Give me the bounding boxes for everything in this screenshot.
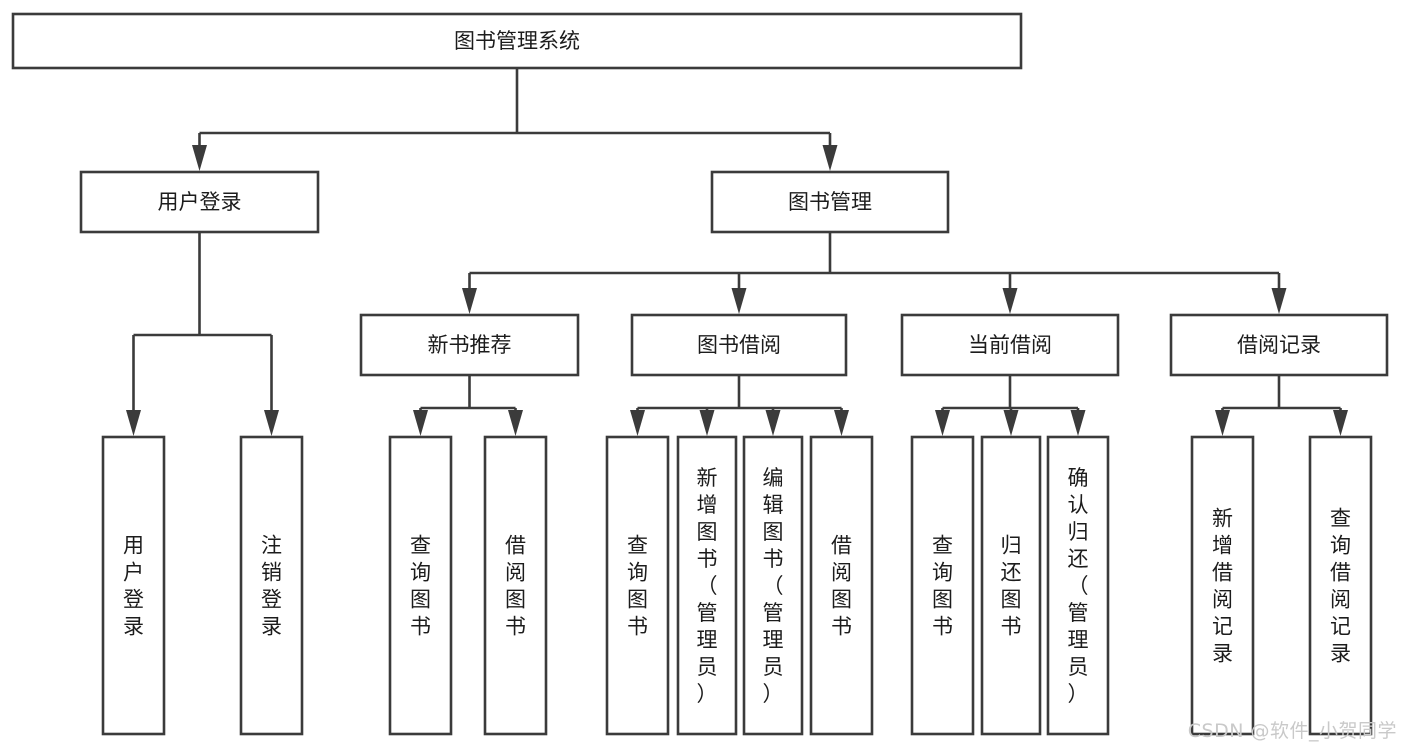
node-label: 查询图书 xyxy=(627,534,648,639)
edge-arrowhead xyxy=(462,288,477,314)
node-label: 图书管理 xyxy=(788,190,872,214)
node-label: 借阅图书 xyxy=(831,534,852,639)
edge-arrowhead xyxy=(834,410,849,436)
node-label: 借阅记录 xyxy=(1237,333,1321,357)
node-label: 新书推荐 xyxy=(428,333,512,357)
node-newbook[interactable]: 新书推荐 xyxy=(359,313,580,377)
node-label: 编辑图书（管理员） xyxy=(763,466,784,706)
edge-arrowhead xyxy=(264,410,279,436)
edge-arrowhead xyxy=(1002,288,1018,314)
node-leaf-current-confirm[interactable]: 确认归还（管理员） xyxy=(1046,435,1110,736)
node-box[interactable] xyxy=(101,435,166,736)
node-label: 借阅图书 xyxy=(505,534,526,639)
edge-arrowhead xyxy=(1070,410,1086,436)
nodes-layer: 图书管理系统用户登录图书管理新书推荐图书借阅当前借阅借阅记录用户登录注销登录查询… xyxy=(11,12,1389,736)
node-leaf-current-query[interactable]: 查询图书 xyxy=(910,435,975,736)
edge-arrowhead xyxy=(1003,410,1019,436)
node-box[interactable] xyxy=(676,435,738,736)
edge-arrowhead xyxy=(822,145,838,171)
node-leaf-borrow-query[interactable]: 查询图书 xyxy=(605,435,670,736)
node-borrow[interactable]: 图书借阅 xyxy=(630,313,848,377)
node-current[interactable]: 当前借阅 xyxy=(900,313,1120,377)
node-label: 当前借阅 xyxy=(968,333,1052,357)
node-box[interactable] xyxy=(79,170,320,234)
node-label: 查询图书 xyxy=(410,534,431,639)
edges-layer xyxy=(126,68,1348,436)
node-leaf-borrow-lend[interactable]: 借阅图书 xyxy=(809,435,874,736)
node-leaf-borrow-add[interactable]: 新增图书（管理员） xyxy=(676,435,738,736)
node-label: 确认归还（管理员） xyxy=(1068,466,1089,706)
edge-arrowhead xyxy=(699,410,715,436)
node-leaf-newbook-borrow[interactable]: 借阅图书 xyxy=(483,435,548,736)
node-leaf-current-return[interactable]: 归还图书 xyxy=(980,435,1042,736)
node-label: 注销登录 xyxy=(261,534,282,639)
node-label: 查询图书 xyxy=(932,534,953,639)
edge-arrowhead xyxy=(765,410,781,436)
node-box[interactable] xyxy=(483,435,548,736)
node-label: 用户登录 xyxy=(158,190,242,214)
node-box[interactable] xyxy=(1190,435,1255,736)
node-leaf-logout[interactable]: 注销登录 xyxy=(239,435,304,736)
node-leaf-record-query[interactable]: 查询借阅记录 xyxy=(1308,435,1373,736)
node-box[interactable] xyxy=(605,435,670,736)
node-leaf-borrow-edit[interactable]: 编辑图书（管理员） xyxy=(742,435,804,736)
edge-arrowhead xyxy=(508,410,523,436)
edge-arrowhead xyxy=(192,145,207,171)
node-box[interactable] xyxy=(1169,313,1389,377)
node-bookmgmt[interactable]: 图书管理 xyxy=(710,170,950,234)
node-box[interactable] xyxy=(359,313,580,377)
node-leaf-record-add[interactable]: 新增借阅记录 xyxy=(1190,435,1255,736)
node-box[interactable] xyxy=(1046,435,1110,736)
node-label: 新增借阅记录 xyxy=(1212,507,1233,666)
node-login[interactable]: 用户登录 xyxy=(79,170,320,234)
node-label: 新增图书（管理员） xyxy=(697,466,718,706)
node-box[interactable] xyxy=(809,435,874,736)
node-leaf-newbook-query[interactable]: 查询图书 xyxy=(388,435,453,736)
edge-arrowhead xyxy=(630,410,645,436)
edge-arrowhead xyxy=(1271,288,1287,314)
node-box[interactable] xyxy=(742,435,804,736)
node-box[interactable] xyxy=(710,170,950,234)
edge-arrowhead xyxy=(935,410,950,436)
node-label: 归还图书 xyxy=(1001,534,1022,639)
node-box[interactable] xyxy=(900,313,1120,377)
edge-arrowhead xyxy=(1215,410,1230,436)
node-box[interactable] xyxy=(1308,435,1373,736)
node-label: 图书管理系统 xyxy=(454,29,580,53)
node-box[interactable] xyxy=(388,435,453,736)
node-label: 查询借阅记录 xyxy=(1330,507,1351,666)
edge-arrowhead xyxy=(731,288,747,314)
edge-arrowhead xyxy=(413,410,428,436)
edge-arrowhead xyxy=(1333,410,1348,436)
node-root[interactable]: 图书管理系统 xyxy=(11,12,1023,70)
node-box[interactable] xyxy=(11,12,1023,70)
node-box[interactable] xyxy=(910,435,975,736)
node-box[interactable] xyxy=(239,435,304,736)
node-leaf-user-login[interactable]: 用户登录 xyxy=(101,435,166,736)
node-box[interactable] xyxy=(980,435,1042,736)
node-record[interactable]: 借阅记录 xyxy=(1169,313,1389,377)
node-label: 图书借阅 xyxy=(697,333,781,357)
edge-arrowhead xyxy=(126,410,141,436)
node-label: 用户登录 xyxy=(123,534,144,639)
node-box[interactable] xyxy=(630,313,848,377)
